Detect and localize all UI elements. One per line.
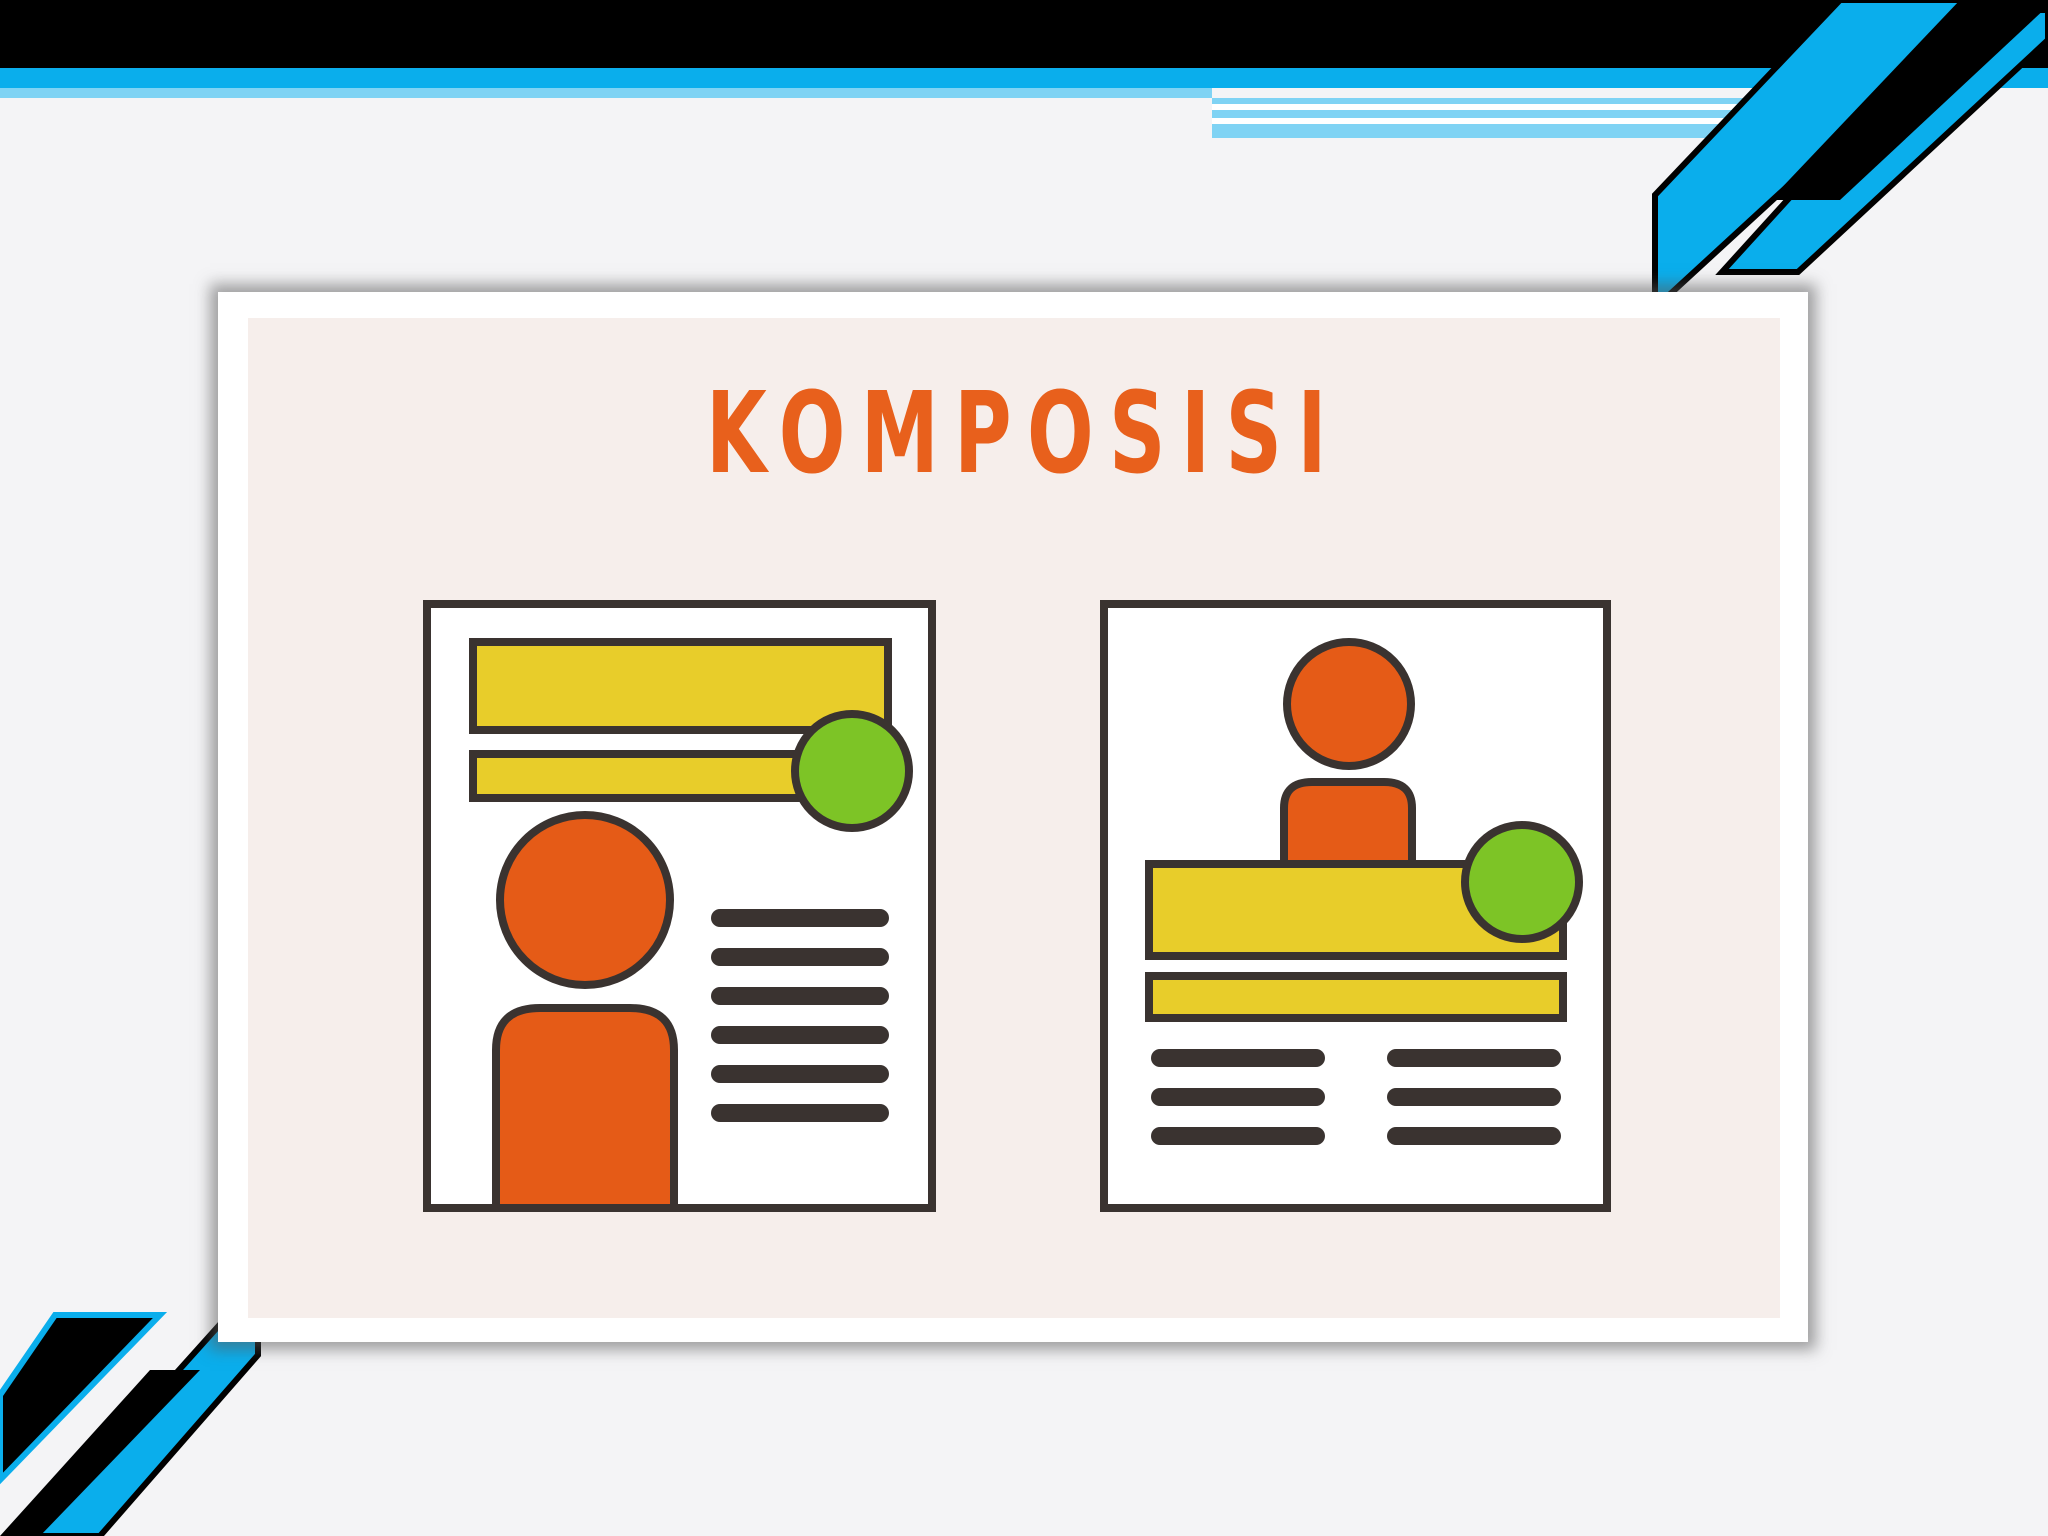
top-right-stripe-3 [1770, 0, 2048, 200]
layout-right-panel [1100, 600, 1611, 1212]
right-text-column-1 [1151, 1049, 1325, 1145]
top-light-blue-bar [0, 88, 1212, 98]
green-dot-icon [1461, 821, 1583, 943]
top-black-bar [0, 0, 2048, 68]
layout-left-panel [423, 600, 936, 1212]
top-blue-bar [0, 68, 2048, 88]
top-light-blue-bar-4 [1212, 118, 1832, 124]
right-subhead-bar [1145, 972, 1567, 1022]
right-text-column-2 [1387, 1049, 1561, 1145]
bottom-left-stripe-1 [0, 1312, 168, 1485]
left-text-lines [711, 909, 889, 1122]
person-head-icon [1283, 638, 1415, 770]
person-head-icon [496, 811, 674, 989]
bottom-left-stripe-3 [0, 1370, 200, 1536]
left-headline-bar [469, 638, 892, 734]
green-dot-icon [791, 710, 913, 832]
slide-title: KOMPOSISI [706, 369, 1342, 499]
top-light-blue-bar-3 [1212, 104, 1832, 110]
person-body-icon [492, 1004, 678, 1212]
person-body-icon [1280, 778, 1416, 872]
